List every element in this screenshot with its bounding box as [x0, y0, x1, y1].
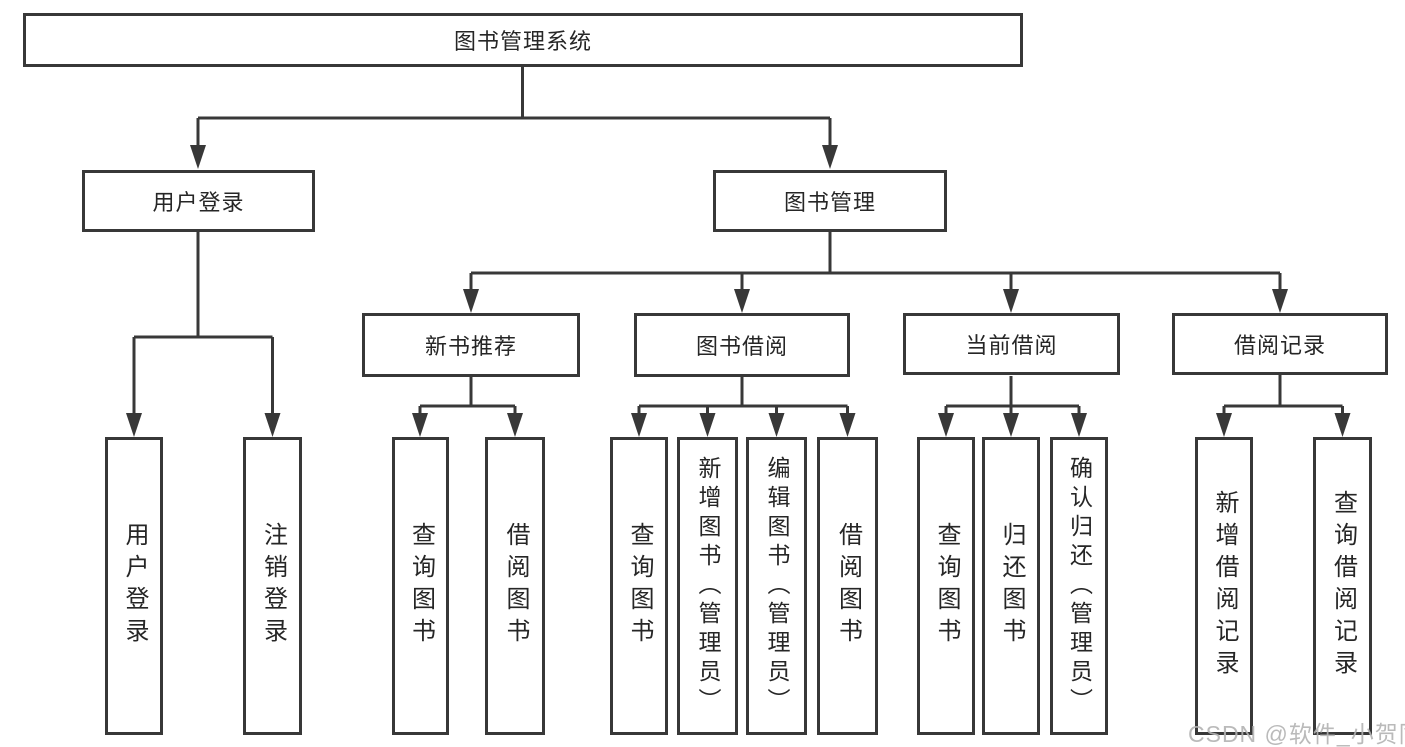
node-book-borrow: 图书借阅 [634, 313, 850, 377]
node-leaf-logout: 注销登录 [243, 437, 302, 735]
node-leaf-borrow-book-1: 借阅图书 [485, 437, 545, 735]
node-leaf-query-book-3: 查询图书 [917, 437, 975, 735]
node-book-management: 图书管理 [713, 170, 947, 232]
node-leaf-query-book-2: 查询图书 [610, 437, 668, 735]
node-leaf-query-borrow-record: 查询借阅记录 [1313, 437, 1372, 735]
node-borrow-records: 借阅记录 [1172, 313, 1388, 375]
node-leaf-edit-book-admin: 编辑图书（管理员） [746, 437, 807, 735]
node-user-login: 用户登录 [82, 170, 315, 232]
node-leaf-add-book-admin: 新增图书（管理员） [677, 437, 738, 735]
node-leaf-confirm-return-admin: 确认归还（管理员） [1050, 437, 1108, 735]
node-root: 图书管理系统 [23, 13, 1023, 67]
node-leaf-query-book-1: 查询图书 [392, 437, 449, 735]
node-current-borrow: 当前借阅 [903, 313, 1120, 375]
node-leaf-return-book: 归还图书 [982, 437, 1040, 735]
node-leaf-add-borrow-record: 新增借阅记录 [1195, 437, 1253, 735]
node-new-book-recommend: 新书推荐 [362, 313, 580, 377]
node-leaf-user-login: 用户登录 [105, 437, 163, 735]
csdn-watermark: CSDN @软件_小贺同学 [1188, 721, 1405, 747]
node-leaf-borrow-book-2: 借阅图书 [817, 437, 878, 735]
